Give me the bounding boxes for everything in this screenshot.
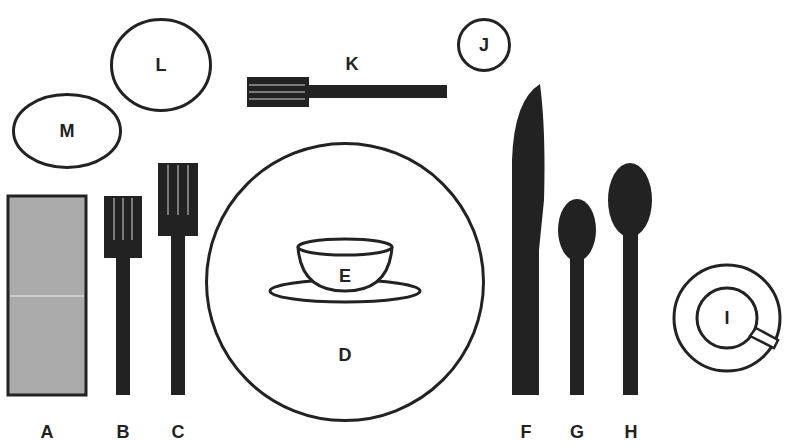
outline bbox=[14, 95, 121, 168]
dinner-plate: DE bbox=[205, 142, 485, 422]
dinner-fork bbox=[158, 163, 198, 395]
salad-plate: M bbox=[12, 93, 122, 169]
callout-letter: M bbox=[60, 122, 75, 140]
napkin bbox=[8, 196, 86, 395]
callout-letter: H bbox=[625, 423, 638, 441]
water-glass: J bbox=[457, 18, 511, 72]
butter-knife bbox=[247, 77, 447, 107]
saucer bbox=[674, 265, 780, 371]
callout-letter: E bbox=[339, 267, 351, 285]
outline bbox=[207, 144, 484, 421]
callout-letter: I bbox=[724, 309, 729, 327]
callout-letter: C bbox=[172, 423, 185, 441]
salad-fork bbox=[104, 196, 142, 395]
cup-handle bbox=[750, 328, 778, 348]
dinner-knife bbox=[512, 84, 545, 395]
teaspoon bbox=[558, 199, 596, 395]
soup-bowl: E bbox=[268, 235, 422, 305]
cup-and-saucer: I bbox=[670, 262, 785, 374]
cup bbox=[697, 288, 757, 348]
callout-letter: G bbox=[570, 423, 584, 441]
callout-letter: A bbox=[41, 423, 54, 441]
callout-letter: L bbox=[156, 56, 167, 74]
bread-plate: L bbox=[110, 18, 212, 112]
outline bbox=[112, 20, 211, 111]
callout-letter: J bbox=[479, 36, 489, 54]
soup-spoon bbox=[608, 163, 652, 395]
callout-letter: D bbox=[339, 346, 352, 364]
callout-letter: B bbox=[117, 423, 130, 441]
outline bbox=[459, 20, 510, 71]
bowl-rim bbox=[298, 239, 392, 255]
callout-letter: K bbox=[346, 55, 359, 73]
callout-letter: F bbox=[521, 423, 532, 441]
